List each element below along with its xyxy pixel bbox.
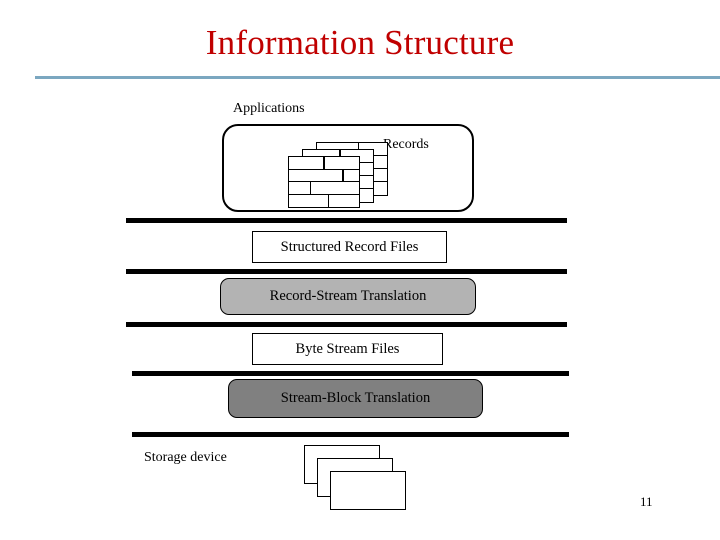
brick-row (289, 157, 359, 170)
layer-box-stream-block-translation: Stream-Block Translation (228, 379, 483, 418)
interface-bar-applications-boundary (126, 218, 567, 223)
title-divider-rule (35, 76, 720, 79)
layer-box-structured-record-files: Structured Record Files (252, 231, 447, 263)
interface-bar-storage-boundary (132, 432, 569, 437)
layer-box-record-stream-translation: Record-Stream Translation (220, 278, 476, 315)
storage-block-front (330, 471, 406, 510)
record-sheet-front (288, 156, 360, 208)
layer-box-byte-stream-files: Byte Stream Files (252, 333, 443, 365)
brick-row (289, 194, 359, 207)
storage-device-label: Storage device (144, 450, 227, 465)
storage-device-illustration (304, 445, 406, 510)
page-title: Information Structure (205, 23, 515, 62)
page-number: 11 (640, 494, 653, 509)
brick-row (289, 169, 359, 182)
applications-label: Applications (233, 101, 305, 116)
records-label: Records (383, 137, 429, 152)
interface-bar-record-stream-boundary (126, 322, 567, 327)
interface-bar-record-files-boundary (126, 269, 567, 274)
brick-row (289, 182, 359, 195)
interface-bar-byte-stream-boundary (132, 371, 569, 376)
records-stack-illustration (288, 142, 392, 208)
